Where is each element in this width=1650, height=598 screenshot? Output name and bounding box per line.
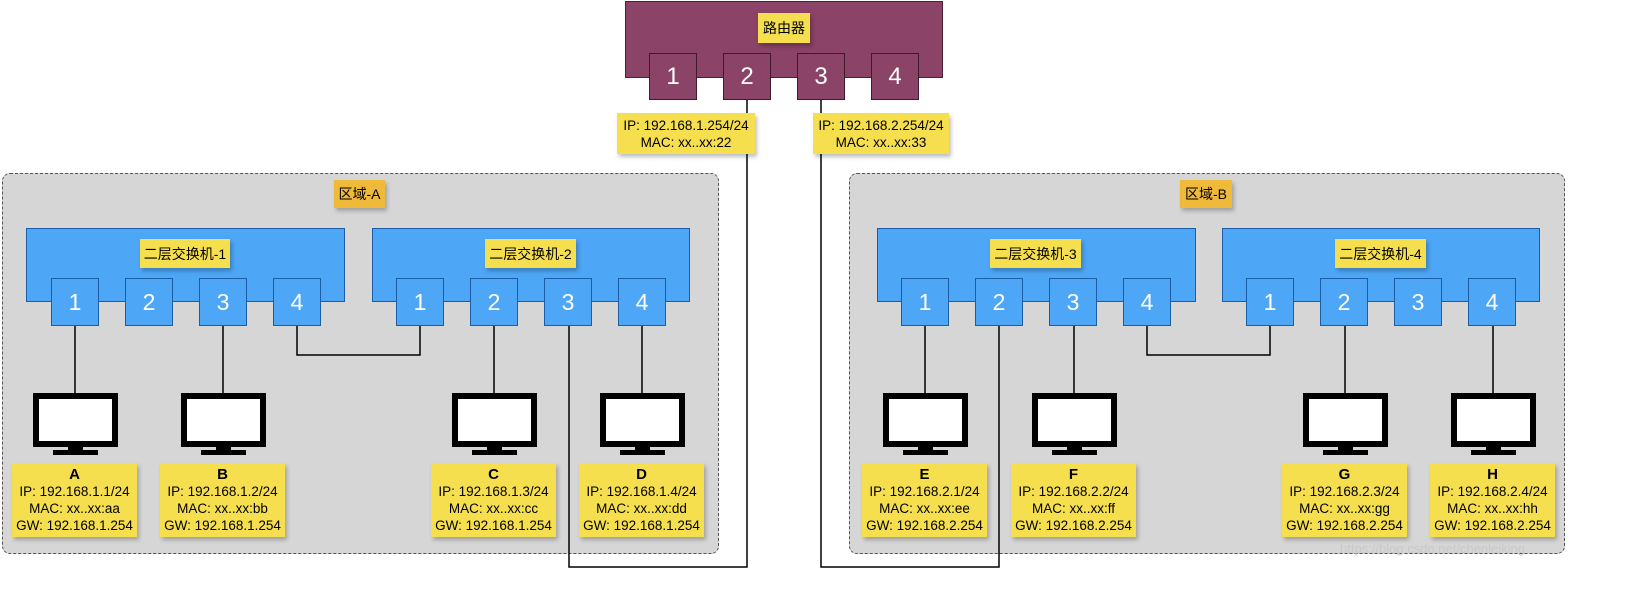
- watermark: https://blog.csdn.net/chenleiking: [1340, 541, 1526, 556]
- link-sw3p4-sw4p1: [1146, 326, 1271, 356]
- interface-ip: IP: 192.168.1.254/24: [623, 117, 749, 133]
- host-gw: GW: 192.168.1.254: [16, 518, 133, 533]
- switch-2-port-3: 3: [544, 278, 592, 326]
- switch-2-port-1: 1: [396, 278, 444, 326]
- switch-1-port-4: 4: [273, 278, 321, 326]
- host-e-label: E IP: 192.168.2.1/24 MAC: xx..xx:ee GW: …: [862, 463, 987, 537]
- host-mac: MAC: xx..xx:hh: [1447, 501, 1538, 516]
- host-ip: IP: 192.168.1.2/24: [167, 484, 278, 499]
- host-d-label: D IP: 192.168.1.4/24 MAC: xx..xx:dd GW: …: [579, 463, 704, 537]
- host-g-label: G IP: 192.168.2.3/24 MAC: xx..xx:gg GW: …: [1282, 463, 1407, 537]
- switch-3-port-2: 2: [975, 278, 1023, 326]
- host-a-label: A IP: 192.168.1.1/24 MAC: xx..xx:aa GW: …: [12, 463, 137, 537]
- monitor-icon: [181, 393, 266, 455]
- host-ip: IP: 192.168.2.4/24: [1437, 484, 1548, 499]
- switch-4-port-3: 3: [1394, 278, 1442, 326]
- host-gw: GW: 192.168.1.254: [583, 518, 700, 533]
- host-ip: IP: 192.168.2.2/24: [1018, 484, 1129, 499]
- router-port-3: 3: [797, 53, 845, 100]
- switch-3-port-4: 4: [1123, 278, 1171, 326]
- region-b-label: 区域-B: [1180, 180, 1232, 208]
- link-sw1p4-sw2p1: [296, 326, 421, 356]
- switch-2-port-4: 4: [618, 278, 666, 326]
- host-gw: GW: 192.168.2.254: [1434, 518, 1551, 533]
- switch-3-port-3: 3: [1049, 278, 1097, 326]
- host-ip: IP: 192.168.1.4/24: [586, 484, 697, 499]
- switch-3-label: 二层交换机-3: [990, 239, 1081, 268]
- host-f-label: F IP: 192.168.2.2/24 MAC: xx..xx:ff GW: …: [1011, 463, 1136, 537]
- switch-2-label: 二层交换机-2: [485, 239, 576, 268]
- switch-4-port-1: 1: [1246, 278, 1294, 326]
- switch-4-port-4: 4: [1468, 278, 1516, 326]
- host-gw: GW: 192.168.1.254: [435, 518, 552, 533]
- host-name: H: [1487, 466, 1498, 483]
- switch-4-port-2: 2: [1320, 278, 1368, 326]
- host-mac: MAC: xx..xx:ff: [1031, 501, 1115, 516]
- switch-4-label: 二层交换机-4: [1335, 239, 1426, 268]
- switch-3-port-1: 1: [901, 278, 949, 326]
- host-name: D: [636, 466, 647, 483]
- monitor-icon: [1451, 393, 1536, 455]
- host-mac: MAC: xx..xx:cc: [448, 501, 539, 516]
- monitor-icon: [883, 393, 968, 455]
- monitor-icon: [600, 393, 685, 455]
- interface-ip: IP: 192.168.2.254/24: [818, 117, 944, 133]
- host-mac: MAC: xx..xx:dd: [596, 501, 687, 516]
- host-name: F: [1068, 466, 1079, 483]
- switch-1-label: 二层交换机-1: [140, 239, 230, 268]
- host-mac: MAC: xx..xx:ee: [879, 501, 970, 516]
- host-name: G: [1338, 466, 1351, 483]
- host-gw: GW: 192.168.2.254: [1015, 518, 1132, 533]
- switch-1-port-2: 2: [125, 278, 173, 326]
- host-ip: IP: 192.168.1.1/24: [19, 484, 130, 499]
- host-gw: GW: 192.168.2.254: [1286, 518, 1403, 533]
- host-ip: IP: 192.168.1.3/24: [438, 484, 549, 499]
- host-ip: IP: 192.168.2.3/24: [1289, 484, 1400, 499]
- host-mac: MAC: xx..xx:bb: [177, 501, 268, 516]
- host-name: B: [217, 466, 228, 483]
- host-name: A: [69, 466, 80, 483]
- interface-mac: MAC: xx..xx:33: [835, 134, 927, 150]
- monitor-icon: [452, 393, 537, 455]
- router-port-2: 2: [723, 53, 771, 100]
- host-b-label: B IP: 192.168.1.2/24 MAC: xx..xx:bb GW: …: [160, 463, 285, 537]
- host-name: E: [919, 466, 930, 483]
- switch-1-port-3: 3: [199, 278, 247, 326]
- router-interface-2-label: IP: 192.168.1.254/24 MAC: xx..xx:22: [617, 113, 755, 154]
- host-mac: MAC: xx..xx:gg: [1299, 501, 1390, 516]
- router-interface-3-label: IP: 192.168.2.254/24 MAC: xx..xx:33: [813, 113, 949, 154]
- host-ip: IP: 192.168.2.1/24: [869, 484, 980, 499]
- router-port-4: 4: [871, 53, 919, 100]
- link-router2-sw2p3: [568, 100, 748, 568]
- switch-1-port-1: 1: [51, 278, 99, 326]
- monitor-icon: [1032, 393, 1117, 455]
- host-gw: GW: 192.168.2.254: [866, 518, 983, 533]
- host-c-label: C IP: 192.168.1.3/24 MAC: xx..xx:cc GW: …: [431, 463, 556, 537]
- router-label: 路由器: [758, 13, 810, 43]
- router-port-1: 1: [649, 53, 697, 100]
- host-mac: MAC: xx..xx:aa: [29, 501, 120, 516]
- interface-mac: MAC: xx..xx:22: [640, 134, 732, 150]
- switch-2-port-2: 2: [470, 278, 518, 326]
- monitor-icon: [1303, 393, 1388, 455]
- link-router3-sw3p2: [820, 100, 1000, 568]
- host-h-label: H IP: 192.168.2.4/24 MAC: xx..xx:hh GW: …: [1430, 463, 1555, 537]
- monitor-icon: [33, 393, 118, 455]
- region-a-label: 区域-A: [334, 180, 385, 208]
- host-name: C: [488, 466, 499, 483]
- host-gw: GW: 192.168.1.254: [164, 518, 281, 533]
